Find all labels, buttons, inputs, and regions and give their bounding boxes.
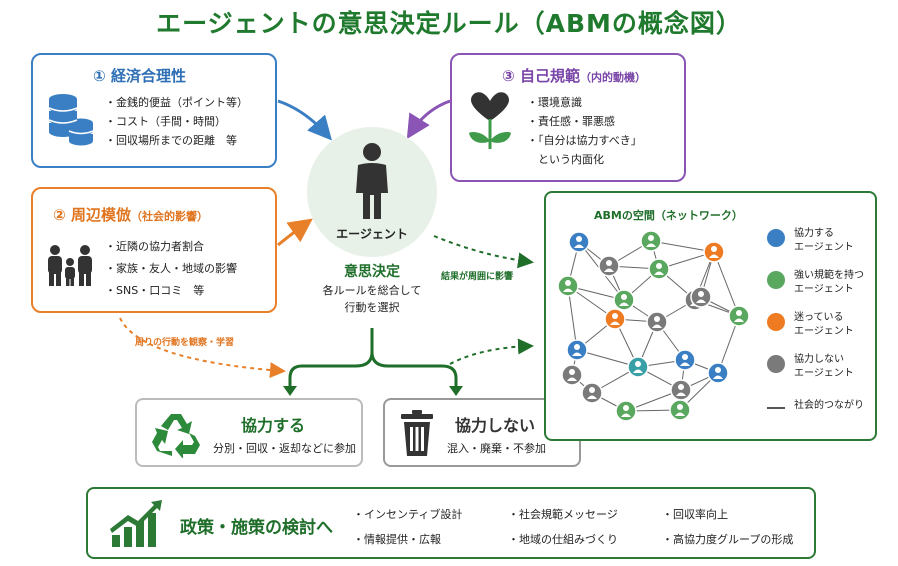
effect-label: 結果が周囲に影響 bbox=[441, 272, 514, 282]
trash-icon bbox=[400, 410, 434, 460]
list-item: 回収場所までの距離 等 bbox=[105, 131, 248, 150]
legend-swatch bbox=[767, 229, 785, 247]
list-item: 「自分は協力すべき」 bbox=[527, 131, 642, 150]
policy-title: 政策・施策の検討へ bbox=[180, 518, 333, 538]
arrow-effect bbox=[433, 235, 534, 269]
list-item: SNS・口コミ 等 bbox=[105, 280, 237, 302]
network-agent-node bbox=[690, 286, 712, 308]
diagram-title: エージェントの意思決定ルール（ABMの概念図） bbox=[156, 9, 742, 38]
rule-social-title: 周辺模倣 bbox=[70, 206, 131, 224]
network-agent-node bbox=[627, 356, 649, 378]
policy-item: 高協力度グループの形成 bbox=[662, 531, 793, 547]
network-agent-node bbox=[604, 308, 626, 330]
legend-swatch bbox=[767, 271, 785, 289]
action-noncooperate-desc: 混入・廃棄・不参加 bbox=[447, 442, 546, 455]
network-agent-node bbox=[674, 349, 696, 371]
legend-label: 協力する エージェント bbox=[794, 228, 854, 253]
arrow-observe bbox=[119, 317, 286, 379]
rule-economic-list: 金銭的便益（ポイント等） コスト（手間・時間） 回収場所までの距離 等 bbox=[105, 93, 248, 150]
rule-norm-heading: ③ 自己規範（内的動機） bbox=[502, 65, 646, 86]
agent-label: エージェント bbox=[336, 227, 408, 241]
person-icon bbox=[352, 143, 392, 223]
rule-social-heading: ② 周辺模倣（社会的影響） bbox=[53, 204, 208, 225]
network-agent-node bbox=[561, 364, 583, 386]
network-agent-node bbox=[669, 399, 691, 421]
rule-economic-card: ① 経済合理性 金銭的便益（ポイ bbox=[31, 53, 277, 168]
agent-node: エージェント bbox=[307, 127, 437, 257]
observe-label: 周りの行動を観察・学習 bbox=[135, 338, 235, 348]
policy-item: 回収率向上 bbox=[662, 506, 728, 522]
network-agent-node bbox=[615, 400, 637, 422]
network-agent-node bbox=[670, 379, 692, 401]
legend-swatch bbox=[767, 355, 785, 373]
policy-item: インセンティブ設計 bbox=[353, 506, 462, 522]
recycle-icon bbox=[151, 410, 201, 462]
action-cooperate-desc: 分別・回収・返却などに参加 bbox=[213, 442, 356, 455]
network-link bbox=[713, 251, 740, 317]
network-agent-node bbox=[598, 255, 620, 277]
legend-line-swatch bbox=[767, 407, 785, 409]
network-link bbox=[567, 285, 578, 351]
arrow-norm bbox=[406, 99, 451, 140]
policy-item: 情報提供・広報 bbox=[353, 531, 441, 547]
rule-norm-card: ③ 自己規範（内的動機） 環境意識 責任感・罪悪感 「自分は協力すべき」 という… bbox=[450, 53, 686, 182]
rule-norm-list: 環境意識 責任感・罪悪感 「自分は協力すべき」 という内面化 bbox=[527, 93, 642, 169]
list-item: 環境意識 bbox=[527, 93, 642, 112]
network-graph bbox=[557, 230, 750, 422]
decision-description: 各ルールを総合して 行動を選択 bbox=[300, 282, 444, 316]
legend-swatch bbox=[767, 313, 785, 331]
legend-label: 協力しない エージェント bbox=[794, 354, 854, 379]
rule-economic-heading: ① 経済合理性 bbox=[93, 65, 186, 86]
arrow-economic bbox=[277, 99, 332, 141]
network-agent-node bbox=[613, 289, 635, 311]
list-item: 金銭的便益（ポイント等） bbox=[105, 93, 248, 112]
network-title: ABMの空間（ネットワーク） bbox=[594, 209, 743, 222]
heart-plant-icon bbox=[467, 91, 513, 159]
policy-item: 社会規範メッセージ bbox=[508, 506, 618, 522]
action-noncooperate-title: 協力しない bbox=[455, 416, 536, 435]
legend-label: 社会的つながり bbox=[794, 400, 864, 411]
list-item: という内面化 bbox=[538, 153, 604, 166]
network-agent-node bbox=[648, 258, 670, 280]
network-agent-node bbox=[728, 305, 750, 327]
policy-item: 地域の仕組みづくり bbox=[508, 531, 618, 547]
decision-title: 意思決定 bbox=[344, 264, 400, 280]
legend-label: 迷っている エージェント bbox=[794, 312, 854, 337]
decision-desc-line: 行動を選択 bbox=[344, 301, 400, 314]
list-item: 責任感・罪悪感 bbox=[527, 112, 642, 131]
list-item: コスト（手間・時間） bbox=[105, 112, 248, 131]
decision-desc-line: 各ルールを総合して bbox=[322, 284, 422, 297]
rule-norm-title: 自己規範 bbox=[519, 67, 580, 85]
network-agent-node bbox=[581, 382, 603, 404]
rule-social-subtitle: （社会的影響） bbox=[130, 210, 208, 223]
family-icon bbox=[45, 244, 97, 292]
rule-norm-subtitle: （内的動機） bbox=[579, 71, 646, 84]
network-agent-node bbox=[557, 275, 579, 297]
arrow-decision-split bbox=[288, 328, 458, 390]
rule-norm-number: ③ bbox=[502, 67, 515, 85]
rule-social-card: ② 周辺模倣（社会的影響） 近隣の協力者割合 家族・友人・地域の影響 SNS・口… bbox=[31, 187, 277, 313]
rule-economic-number: ① bbox=[93, 67, 106, 85]
list-item: 家族・友人・地域の影響 bbox=[105, 258, 237, 280]
list-item: 近隣の協力者割合 bbox=[105, 236, 237, 258]
network-panel: ABMの空間（ネットワーク） 協力する エージェント 強い規範を持つ エージェン… bbox=[544, 191, 877, 441]
network-agent-node bbox=[646, 311, 668, 333]
rule-social-number: ② bbox=[53, 206, 66, 224]
network-agent-node bbox=[703, 241, 725, 263]
network-agent-node bbox=[566, 339, 588, 361]
database-coins-icon bbox=[47, 91, 95, 151]
rule-social-list: 近隣の協力者割合 家族・友人・地域の影響 SNS・口コミ 等 bbox=[105, 236, 237, 302]
action-cooperate-title: 協力する bbox=[241, 416, 306, 435]
network-agent-node bbox=[707, 362, 729, 384]
legend-label: 強い規範を持つ エージェント bbox=[794, 270, 864, 295]
growth-chart-icon bbox=[108, 499, 164, 553]
arrow-feedback bbox=[449, 338, 534, 365]
arrow-social bbox=[277, 218, 313, 247]
network-agent-node bbox=[568, 231, 590, 253]
policy-panel: 政策・施策の検討へ インセンティブ設計 社会規範メッセージ 回収率向上 情報提供… bbox=[86, 487, 816, 559]
network-agent-node bbox=[640, 230, 662, 252]
action-cooperate-card: 協力する 分別・回収・返却などに参加 bbox=[135, 398, 363, 467]
rule-economic-title: 経済合理性 bbox=[110, 67, 186, 85]
